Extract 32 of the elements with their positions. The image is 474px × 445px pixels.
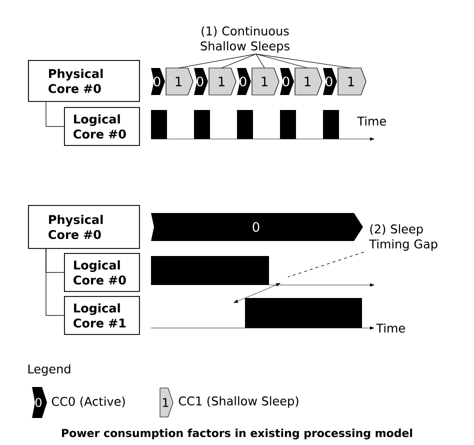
- state-block: 0: [151, 213, 363, 241]
- legend-text: CC1 (Shallow Sleep): [178, 396, 298, 408]
- axis-label: Time: [376, 323, 405, 333]
- leader-line: [178, 54, 256, 68]
- state-block: 1: [294, 68, 322, 96]
- core-box: Logical Core #0: [64, 107, 140, 146]
- caption: Power consumption factors in existing processing model: [62, 428, 412, 440]
- state-block: 1: [252, 68, 280, 96]
- leader-line: [256, 54, 352, 68]
- state-block: 1: [338, 68, 366, 96]
- state-block: 0: [280, 68, 294, 95]
- legend-text: CC0 (Active): [52, 396, 125, 408]
- state-block: 0: [194, 68, 208, 95]
- annotation-text: (2) Sleep Timing Gap: [369, 224, 438, 251]
- state-block: 0: [323, 68, 337, 95]
- leader-line: [288, 252, 364, 278]
- state-block: 1: [166, 68, 194, 96]
- state-block: 0: [237, 68, 251, 95]
- axis-label: Time: [357, 116, 386, 126]
- core-box: Logical Core #0: [64, 253, 140, 292]
- leader-line: [221, 54, 256, 68]
- leader-line: [256, 54, 265, 68]
- core-box: Logical Core #1: [64, 296, 140, 335]
- tree-line: [46, 102, 64, 127]
- leader-line: [256, 54, 308, 68]
- state-block: 0: [151, 68, 165, 95]
- annotation-text: (1) Continuous Shallow Sleeps: [200, 26, 290, 53]
- core-box: Physical Core #0: [28, 205, 140, 249]
- legend-title: Legend: [28, 364, 70, 376]
- core-box: Physical Core #0: [28, 60, 140, 102]
- tree-line: [46, 248, 64, 316]
- state-block: 1: [208, 68, 236, 96]
